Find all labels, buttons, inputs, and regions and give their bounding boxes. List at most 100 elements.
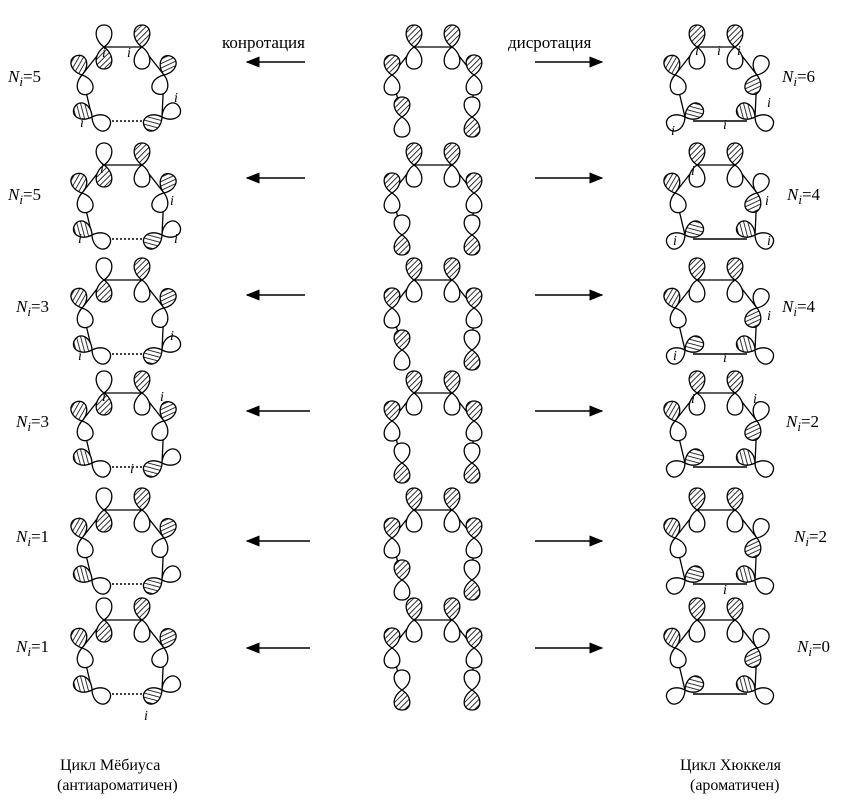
p-orbital-1 <box>405 257 423 303</box>
p-orbital-3 <box>465 287 483 329</box>
p-orbital-3 <box>744 287 770 329</box>
p-orbital-2 <box>443 487 461 533</box>
p-orbital-4 <box>463 669 481 711</box>
arrows <box>245 56 604 654</box>
p-orbital-2 <box>443 370 461 416</box>
ni-left-label-3: Ni=3 <box>15 297 49 319</box>
p-orbital-1 <box>405 597 423 643</box>
p-orbital-6 <box>383 400 401 442</box>
i-marker: i <box>767 96 771 111</box>
p-orbital-5 <box>665 220 705 250</box>
p-orbital-3 <box>465 172 483 214</box>
p-orbital-3 <box>151 627 177 669</box>
i-marker: i <box>100 162 104 177</box>
p-orbital-5 <box>665 565 705 595</box>
p-orbital-4 <box>463 329 481 371</box>
p-orbital-3 <box>151 400 177 442</box>
mobius-molecule-3: ii <box>70 257 182 365</box>
p-orbital-1 <box>95 24 113 70</box>
p-orbital-1 <box>688 597 706 643</box>
p-orbital-6 <box>70 400 94 442</box>
i-marker: i <box>130 462 134 477</box>
p-orbital-4 <box>463 214 481 256</box>
p-orbital-4 <box>463 96 481 138</box>
p-orbital-3 <box>744 400 770 442</box>
p-orbital-2 <box>726 24 744 70</box>
ni-left-label-1: Ni=5 <box>7 67 41 89</box>
ni-right-label-6: Ni=0 <box>796 637 830 659</box>
p-orbital-4 <box>142 675 182 705</box>
p-orbital-3 <box>151 517 177 559</box>
i-marker: i <box>723 583 727 598</box>
ni-right-label-4: Ni=2 <box>785 412 819 434</box>
i-marker: i <box>127 46 131 61</box>
ni-left-label-2: Ni=5 <box>7 185 41 207</box>
p-orbital-5 <box>393 96 411 138</box>
p-orbital-5 <box>72 675 112 705</box>
p-orbital-3 <box>465 517 483 559</box>
i-marker: i <box>723 118 727 133</box>
p-orbital-4 <box>142 565 182 595</box>
p-orbital-2 <box>443 142 461 188</box>
p-orbital-6 <box>663 627 687 669</box>
p-orbital-1 <box>405 142 423 188</box>
i-marker: i <box>765 194 769 209</box>
p-orbital-4 <box>735 448 775 478</box>
p-orbital-2 <box>726 370 744 416</box>
ni-right-label-5: Ni=2 <box>793 527 827 549</box>
i-marker: i <box>753 392 757 407</box>
p-orbital-2 <box>726 142 744 188</box>
center-molecule-5 <box>383 487 483 601</box>
p-orbital-6 <box>70 287 94 329</box>
mobius-subcaption: (антиароматичен) <box>57 777 178 794</box>
mobius-molecule-5 <box>70 487 182 595</box>
p-orbital-6 <box>383 287 401 329</box>
center-molecule-3 <box>383 257 483 371</box>
p-orbital-5 <box>72 220 112 250</box>
mobius-caption: Цикл Мёбиуса <box>60 757 160 774</box>
p-orbital-5 <box>72 335 112 365</box>
p-orbital-2 <box>726 597 744 643</box>
disrotation-label: дисротация <box>508 33 591 52</box>
p-orbital-2 <box>133 24 151 70</box>
p-orbital-1 <box>688 370 706 416</box>
p-orbital-4 <box>142 448 182 478</box>
p-orbital-3 <box>151 172 177 214</box>
p-orbital-2 <box>726 487 744 533</box>
i-marker: i <box>671 124 675 139</box>
p-orbital-2 <box>133 370 151 416</box>
p-orbital-2 <box>133 142 151 188</box>
p-orbital-2 <box>443 24 461 70</box>
huckel-caption: Цикл Хюккеля <box>680 757 782 774</box>
p-orbital-6 <box>70 627 94 669</box>
ni-right-label-1: Ni=6 <box>781 67 815 89</box>
center-molecule-4 <box>383 370 483 484</box>
p-orbital-2 <box>726 257 744 303</box>
i-marker: i <box>737 44 741 59</box>
p-orbital-2 <box>443 597 461 643</box>
center-molecule-1 <box>383 24 483 138</box>
p-orbital-4 <box>463 559 481 601</box>
center-molecule-2 <box>383 142 483 256</box>
center-molecule-6 <box>383 597 483 711</box>
p-orbital-5 <box>393 669 411 711</box>
p-orbital-6 <box>383 54 401 96</box>
i-marker: i <box>102 46 106 61</box>
p-orbital-1 <box>688 142 706 188</box>
i-marker: i <box>78 349 82 364</box>
p-orbital-4 <box>735 565 775 595</box>
p-orbital-2 <box>133 597 151 643</box>
i-marker: i <box>174 91 178 106</box>
i-marker: i <box>170 329 174 344</box>
p-orbital-5 <box>393 214 411 256</box>
p-orbital-6 <box>663 517 687 559</box>
p-orbital-4 <box>735 220 775 250</box>
p-orbital-4 <box>735 102 775 132</box>
p-orbital-3 <box>744 517 770 559</box>
p-orbital-1 <box>688 487 706 533</box>
p-orbital-5 <box>393 442 411 484</box>
ni-left-label-5: Ni=1 <box>15 527 49 549</box>
